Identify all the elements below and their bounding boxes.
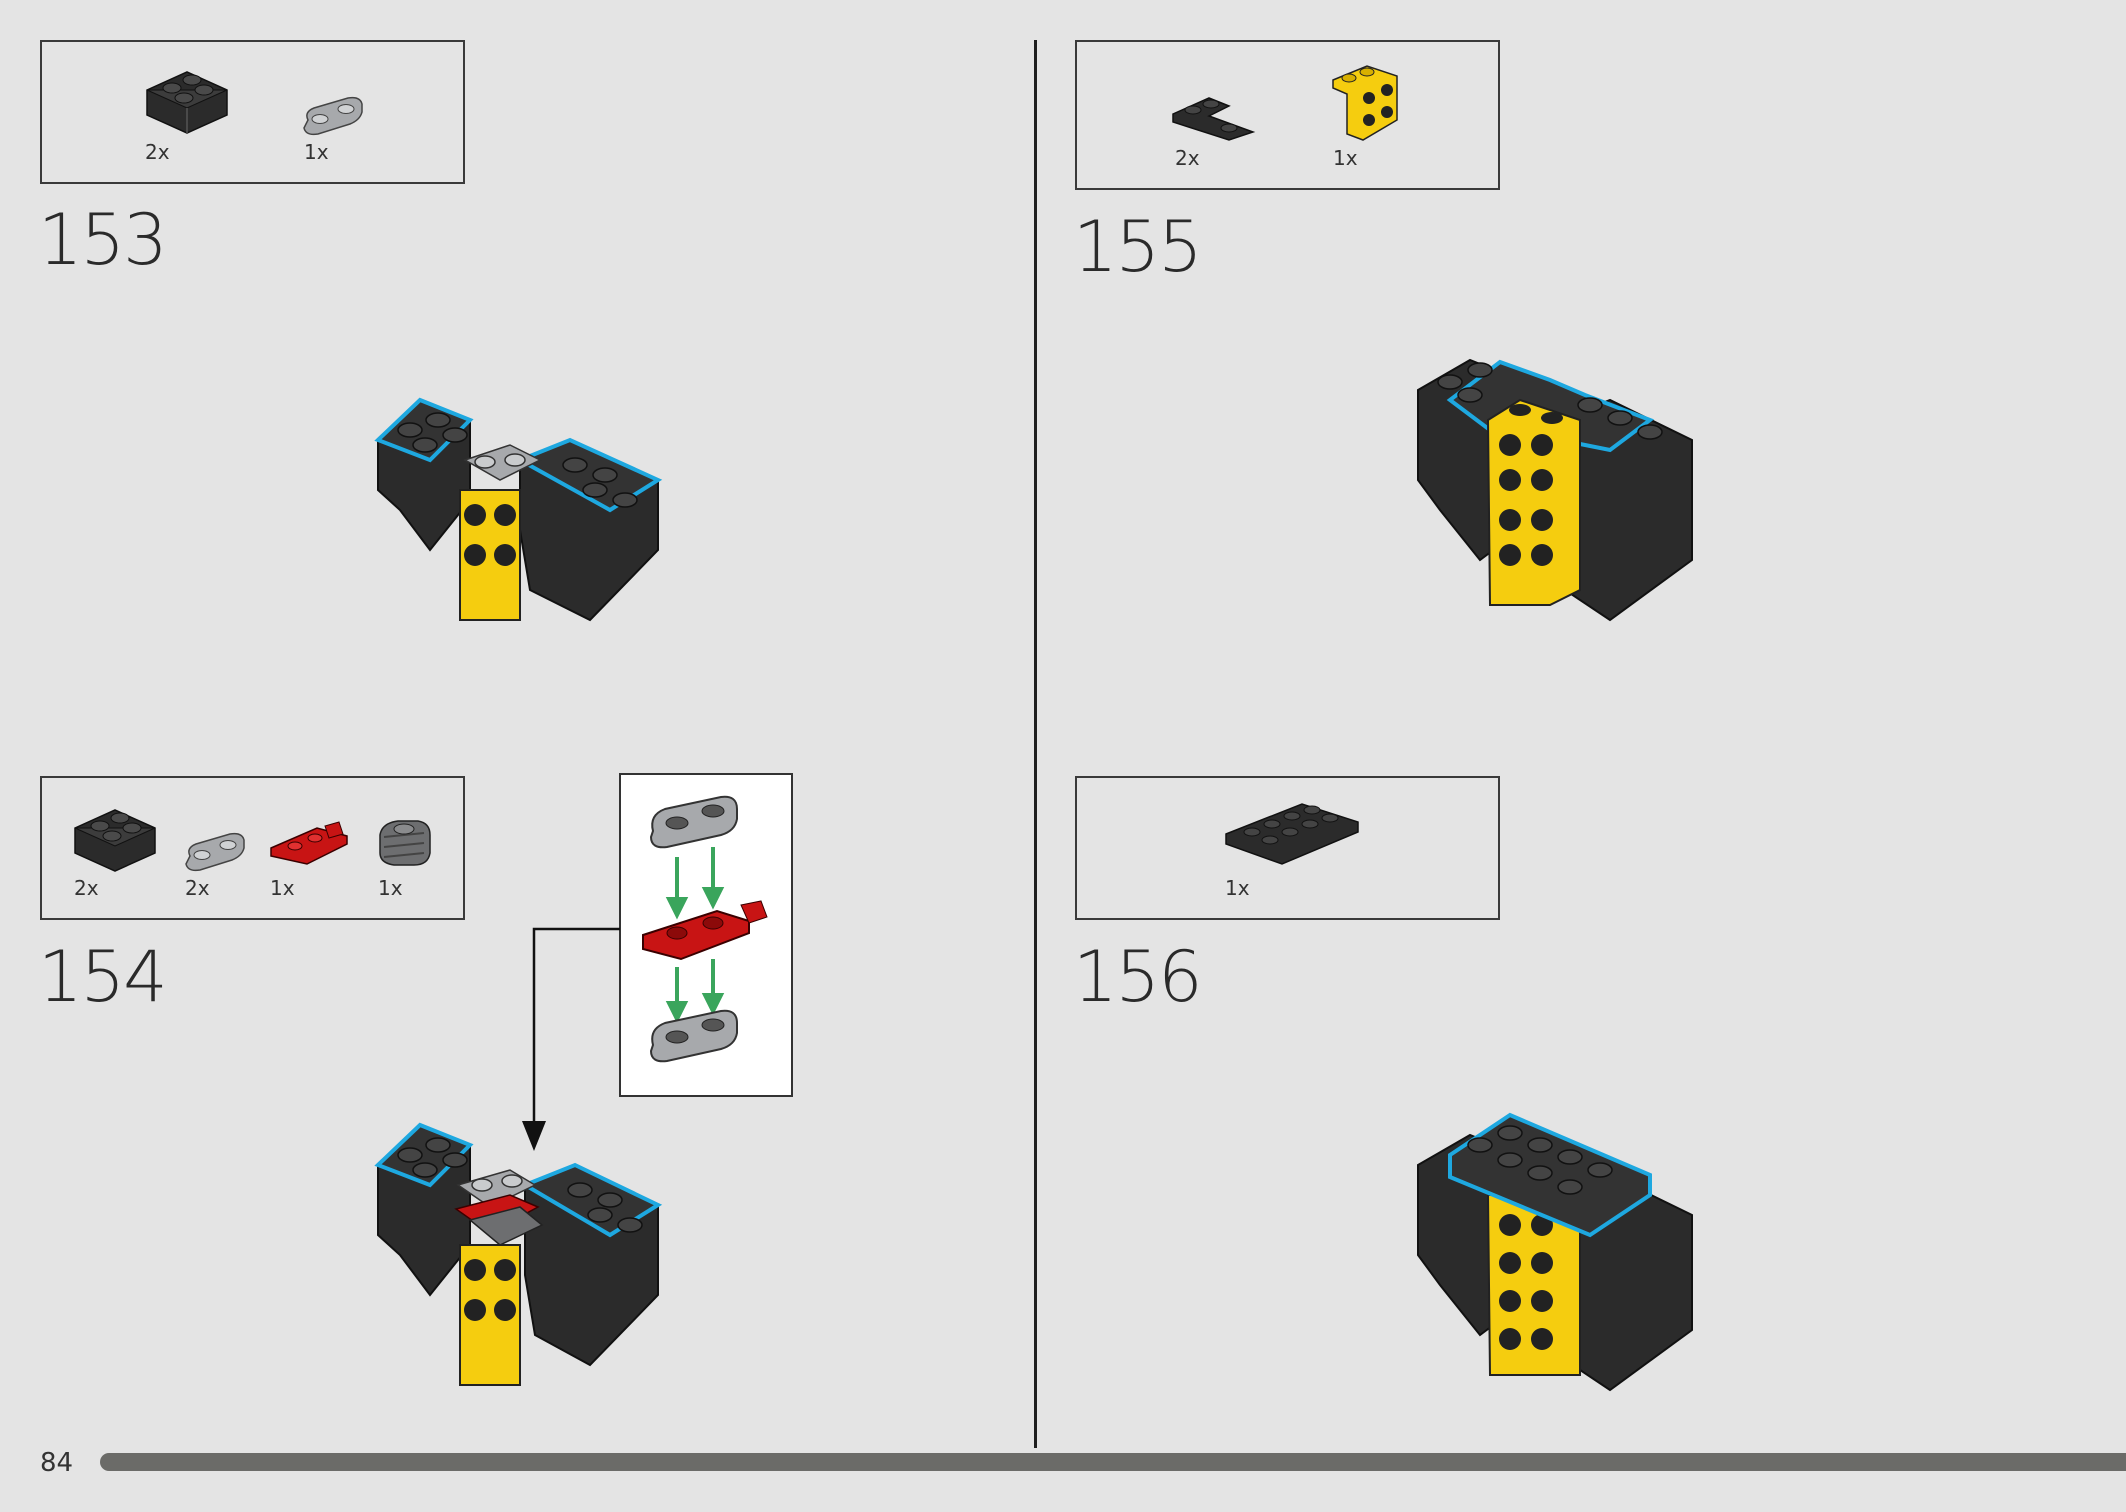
- parts-list-step-153: 2x 1x: [40, 40, 465, 184]
- model-assembly-step-155: [1417, 358, 1693, 622]
- dark-gray-bar-holder-icon: [379, 820, 431, 866]
- black-plate-corner-icon: [1172, 97, 1256, 141]
- black-plate-2x4-icon: [1225, 803, 1359, 865]
- progress-bar: [100, 1453, 2126, 1471]
- page-divider: [1034, 40, 1037, 1448]
- callout-connector-arrow: [522, 927, 620, 1151]
- black-brick-2x2-icon: [146, 71, 228, 134]
- model-assembly-step-153: [374, 397, 663, 622]
- part-qty: 2x: [74, 876, 99, 900]
- parts-list-step-156: 1x: [1075, 776, 1500, 920]
- part-qty: 2x: [1175, 146, 1200, 170]
- part-qty: 2x: [185, 876, 210, 900]
- parts-list-step-155: 2x 1x: [1075, 40, 1500, 190]
- model-assembly-step-154: [374, 1122, 663, 1386]
- part-qty: 1x: [270, 876, 295, 900]
- yellow-bracket-icon: [1332, 65, 1398, 141]
- light-gray-plate-1x2-round-icon: [185, 832, 245, 872]
- sub-assembly-callout: [619, 773, 793, 1097]
- part-qty: 1x: [378, 876, 403, 900]
- part-qty: 1x: [1333, 146, 1358, 170]
- black-brick-2x2-icon: [74, 809, 156, 872]
- part-qty: 1x: [304, 140, 329, 164]
- red-plate-clip-icon: [270, 821, 348, 865]
- light-gray-plate-1x2-round-icon: [303, 96, 363, 136]
- page-number: 84: [40, 1448, 74, 1478]
- step-number: 156: [1073, 936, 1203, 1018]
- sub-assembly-diagram: [642, 795, 768, 1063]
- part-qty: 2x: [145, 140, 170, 164]
- parts-list-step-154: 2x 2x 1x 1x: [40, 776, 465, 920]
- model-assembly-step-156: [1417, 1112, 1693, 1392]
- part-qty: 1x: [1225, 876, 1250, 900]
- step-number: 155: [1073, 206, 1203, 288]
- step-number: 154: [38, 936, 168, 1018]
- step-number: 153: [38, 199, 168, 281]
